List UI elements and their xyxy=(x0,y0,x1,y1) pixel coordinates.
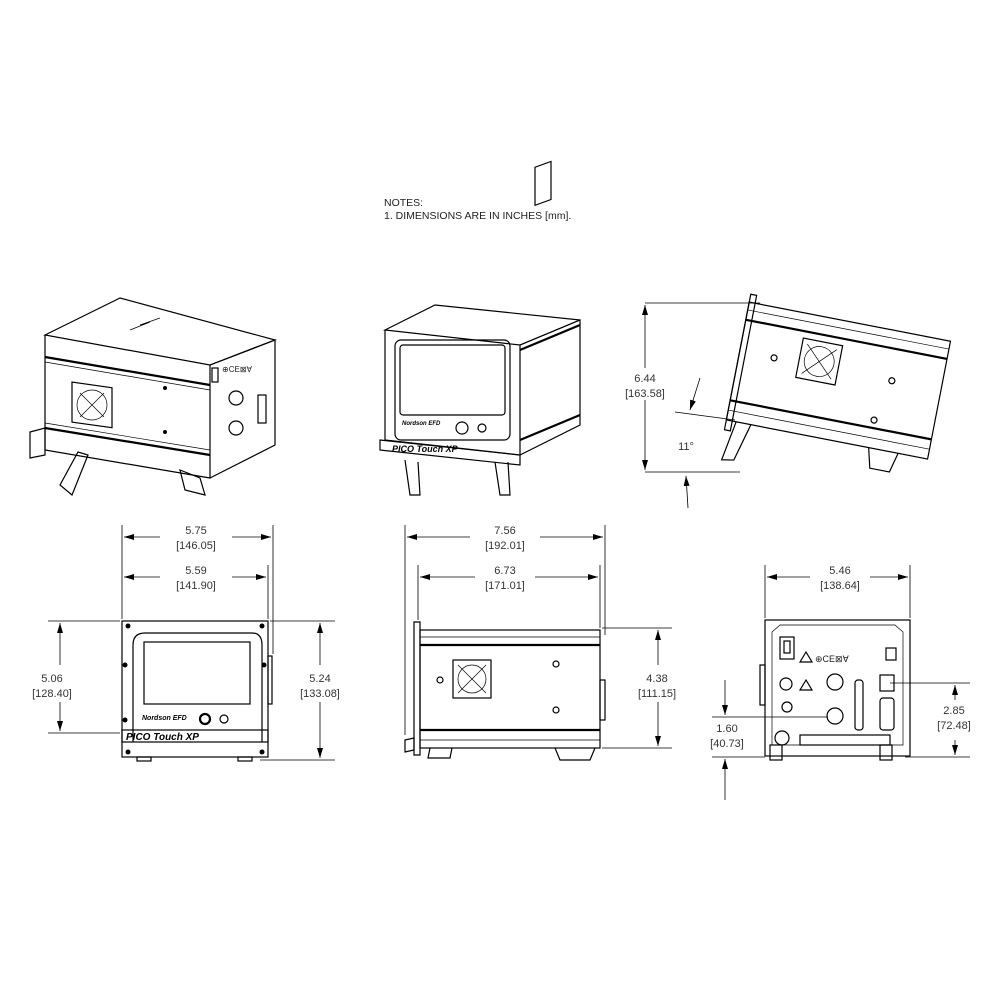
side-height-mm: [111.15] xyxy=(638,688,676,700)
side-overall-depth-mm: [192.01] xyxy=(485,540,525,552)
rear-width-in: 5.46 xyxy=(829,565,850,577)
front-body-width-mm: [141.90] xyxy=(176,580,216,592)
connector-icon xyxy=(826,707,844,725)
power-switch xyxy=(779,636,795,660)
side-body-depth-mm: [171.01] xyxy=(485,580,525,592)
isometric-front-view: PICO Touch XP Nordson EFD xyxy=(379,160,581,496)
db25-port xyxy=(854,679,864,731)
front-overall-width-in: 5.75 xyxy=(185,525,206,537)
front-overall-width-mm: [146.05] xyxy=(176,540,216,552)
front-brand-label: Nordson EFD xyxy=(142,715,187,722)
rear-lower-port-height-mm: [40.73] xyxy=(710,738,744,750)
front-product-label: PICO Touch XP xyxy=(126,732,199,743)
rear-view: ⊕CE⊠Ɐ 5.46 [138.64] 2.85 [72.48] 1.60 [4… xyxy=(710,565,971,800)
notes: NOTES: 1. DIMENSIONS ARE IN INCHES [mm]. xyxy=(384,197,571,222)
rear-lower-port-height-in: 1.60 xyxy=(716,723,737,735)
side-body-depth-in: 6.73 xyxy=(494,565,515,577)
notes-title: NOTES: xyxy=(384,197,423,209)
side-view: 7.56 [192.01] 6.73 [171.01] 4.38 [111.15… xyxy=(404,525,676,761)
isometric-rear-view: ⊕CE⊠Ɐ xyxy=(29,297,277,496)
side-height-in: 4.38 xyxy=(646,673,667,685)
front-view: PICO Touch XP Nordson EFD 5.75 [146.05] … xyxy=(32,525,340,762)
rear-port-height-in: 2.85 xyxy=(943,705,964,717)
warning-icon xyxy=(798,650,814,691)
notes-line-1: 1. DIMENSIONS ARE IN INCHES [mm]. xyxy=(384,210,571,222)
rear-width-mm: [138.64] xyxy=(820,580,860,592)
front-body-width-in: 5.59 xyxy=(185,565,206,577)
iso-product-label: PICO Touch XP xyxy=(392,444,459,454)
iso-brand-label: Nordson EFD xyxy=(402,421,441,427)
side-overall-depth-in: 7.56 xyxy=(494,525,515,537)
tilted-height-mm: [163.58] xyxy=(625,388,665,400)
rear-certification-marks: ⊕CE⊠Ɐ xyxy=(815,654,850,664)
rear-port-height-mm: [72.48] xyxy=(937,720,971,732)
certification-marks: ⊕CE⊠Ɐ xyxy=(222,365,253,374)
front-right-height-in: 5.24 xyxy=(309,673,330,685)
tilt-angle: 11° xyxy=(678,441,694,453)
tilted-height-in: 6.44 xyxy=(634,373,655,385)
tilted-side-view: 6.44 [163.58] 11° xyxy=(625,293,952,509)
connector-icon xyxy=(826,673,844,691)
front-right-height-mm: [133.08] xyxy=(300,688,340,700)
front-left-height-mm: [128.40] xyxy=(32,688,72,700)
db15-port xyxy=(879,697,895,731)
front-left-height-in: 5.06 xyxy=(41,673,62,685)
usb-port xyxy=(885,647,897,661)
